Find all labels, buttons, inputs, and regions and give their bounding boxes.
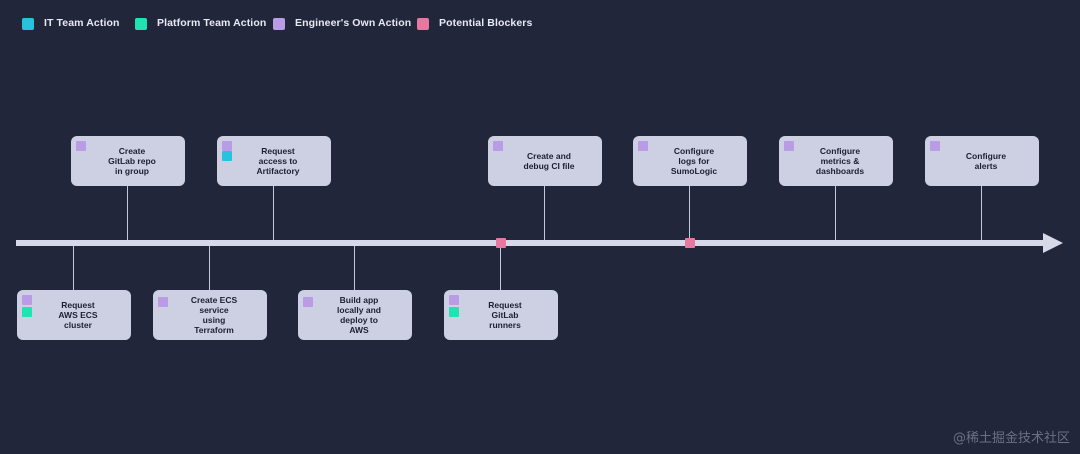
step-card: Configure alerts bbox=[925, 136, 1039, 186]
engineer-marker-icon bbox=[222, 141, 232, 151]
it-marker-icon bbox=[222, 151, 232, 161]
engineer-marker-icon bbox=[22, 295, 32, 305]
step-card: Configure metrics & dashboards bbox=[779, 136, 893, 186]
legend-label: Platform Team Action bbox=[157, 17, 267, 29]
legend-label: IT Team Action bbox=[44, 17, 120, 29]
connector bbox=[981, 185, 982, 241]
step-card: Create ECS service using Terraform bbox=[153, 290, 267, 340]
legend-label: Potential Blockers bbox=[439, 17, 533, 29]
step-card: Configure logs for SumoLogic bbox=[633, 136, 747, 186]
connector bbox=[273, 185, 274, 241]
blocker-marker-icon bbox=[496, 238, 506, 248]
connector bbox=[544, 185, 545, 241]
engineer-swatch-icon bbox=[273, 18, 285, 30]
platform-marker-icon bbox=[22, 307, 32, 317]
step-label: Create GitLab repo in group bbox=[108, 146, 156, 176]
connector bbox=[835, 185, 836, 241]
step-label: Create ECS service using Terraform bbox=[190, 295, 238, 335]
platform-swatch-icon bbox=[135, 18, 147, 30]
step-label: Configure logs for SumoLogic bbox=[670, 146, 718, 176]
timeline-line bbox=[16, 240, 1048, 246]
step-card: Request AWS ECS cluster bbox=[17, 290, 131, 340]
blocker-marker-icon bbox=[685, 238, 695, 248]
step-card: Create GitLab repo in group bbox=[71, 136, 185, 186]
connector bbox=[689, 185, 690, 241]
platform-marker-icon bbox=[449, 307, 459, 317]
step-label: Configure metrics & dashboards bbox=[815, 146, 865, 176]
engineer-marker-icon bbox=[493, 141, 503, 151]
connector bbox=[354, 245, 355, 291]
step-label: Build app locally and deploy to AWS bbox=[337, 295, 381, 335]
step-label: Configure alerts bbox=[965, 151, 1007, 171]
connector bbox=[500, 245, 501, 291]
blocker-swatch-icon bbox=[417, 18, 429, 30]
step-label: Request AWS ECS cluster bbox=[58, 300, 98, 330]
step-card: Request GitLab runners bbox=[444, 290, 558, 340]
engineer-marker-icon bbox=[449, 295, 459, 305]
step-label: Request GitLab runners bbox=[488, 300, 522, 330]
step-card: Request access to Artifactory bbox=[217, 136, 331, 186]
step-card: Create and debug CI file bbox=[488, 136, 602, 186]
engineer-marker-icon bbox=[303, 297, 313, 307]
it-swatch-icon bbox=[22, 18, 34, 30]
engineer-marker-icon bbox=[930, 141, 940, 151]
engineer-marker-icon bbox=[638, 141, 648, 151]
step-label: Create and debug CI file bbox=[523, 151, 575, 171]
watermark: @稀土掘金技术社区 bbox=[952, 431, 1070, 446]
connector bbox=[127, 185, 128, 241]
engineer-marker-icon bbox=[784, 141, 794, 151]
step-label: Request access to Artifactory bbox=[256, 146, 300, 176]
connector bbox=[73, 245, 74, 291]
step-card: Build app locally and deploy to AWS bbox=[298, 290, 412, 340]
engineer-marker-icon bbox=[158, 297, 168, 307]
legend-label: Engineer's Own Action bbox=[295, 17, 412, 29]
timeline-arrow-icon bbox=[1043, 233, 1063, 253]
connector bbox=[209, 245, 210, 291]
engineer-marker-icon bbox=[76, 141, 86, 151]
